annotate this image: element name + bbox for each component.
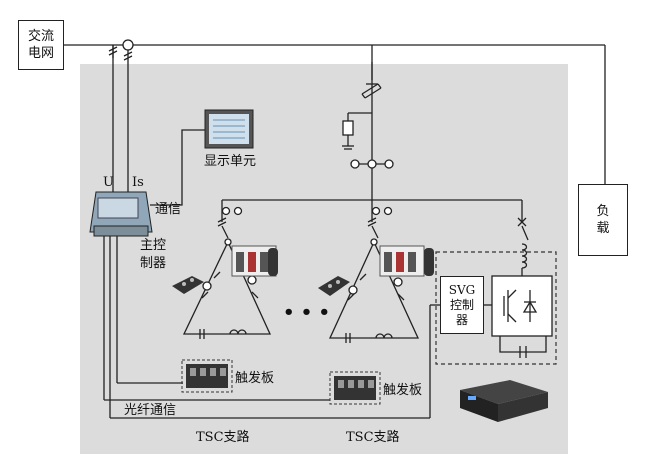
thyristor-module-icon-1	[231, 245, 278, 277]
svg-converter-box	[491, 275, 553, 337]
svg-reactor-icon	[521, 243, 528, 269]
trigger-board-1-label: 触发板	[235, 371, 275, 386]
svg-controller-label-2: 控制	[449, 297, 474, 312]
tsc-branch-1-label: TSC支路	[196, 430, 250, 445]
load-label-1: 负	[596, 204, 610, 219]
signal-u-label: U	[103, 175, 114, 190]
fuse-switch-icon	[361, 83, 382, 99]
svg-controller-box: SVG 控制 器	[440, 276, 484, 334]
current-transformer-icon	[122, 39, 134, 51]
load-label-2: 载	[596, 221, 610, 236]
comm-line	[150, 129, 205, 206]
grid-box: 交流 电网	[18, 20, 64, 70]
svg-controller-label-3: 器	[455, 312, 468, 327]
controller-label-1: 主控	[140, 238, 167, 253]
svg-unit-device-icon	[460, 380, 548, 422]
fiber-comm-label: 光纤通信	[124, 403, 177, 418]
tsc-branch-2-label: TSC支路	[346, 430, 400, 445]
capacitor-module-icon-2	[318, 276, 350, 296]
load-box: 负 载	[578, 184, 628, 256]
grid-label-2: 电网	[27, 46, 54, 61]
ellipsis-dots: • • •	[283, 302, 331, 323]
comm-label: 通信	[155, 202, 182, 217]
tsc-delta-1	[182, 238, 272, 339]
svg-controller-label-1: SVG	[448, 282, 476, 297]
surge-arrester-icon	[342, 120, 354, 136]
igbt-symbol-icon	[503, 289, 538, 323]
thyristor-module-icon-2	[379, 245, 434, 277]
grid-label-1: 交流	[27, 29, 54, 44]
controller-label-2: 制器	[140, 256, 167, 271]
controller-device-icon	[89, 191, 153, 237]
display-unit-label: 显示单元	[204, 154, 257, 169]
trigger-board-1-box	[181, 359, 233, 393]
display-unit-icon	[204, 109, 254, 149]
signal-is-label: Is	[132, 175, 144, 190]
trigger-board-2-box	[329, 371, 381, 405]
trigger-board-2-label: 触发板	[383, 383, 423, 398]
capacitor-module-icon-1	[172, 276, 204, 294]
tsc-delta-2	[328, 238, 420, 343]
svg-dashed-enclosure	[435, 251, 557, 365]
